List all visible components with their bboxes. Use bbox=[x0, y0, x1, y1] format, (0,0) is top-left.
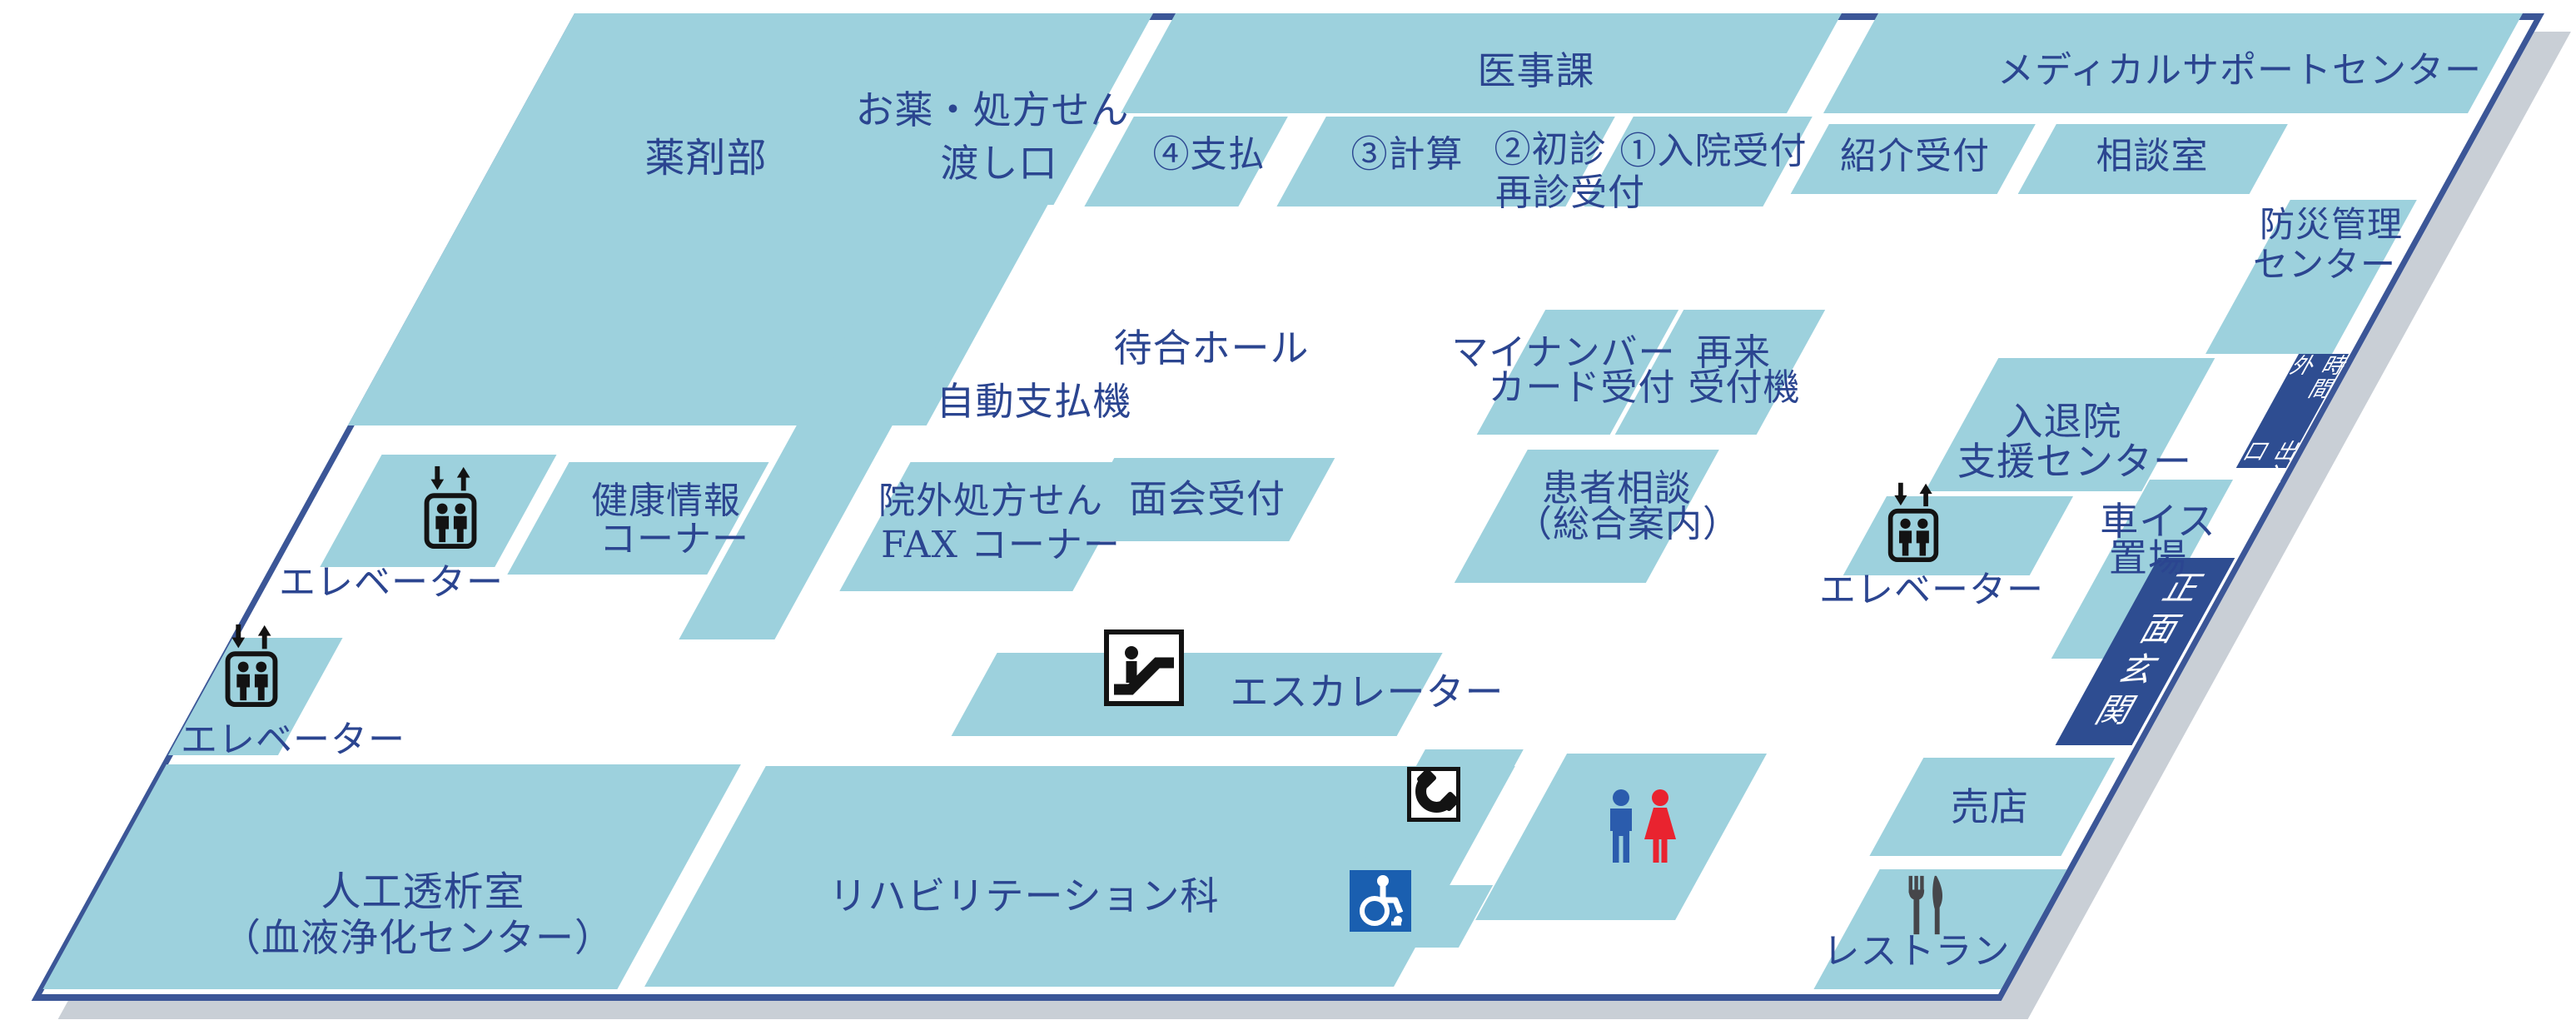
prescription-window-label-1: お薬・処方せん bbox=[855, 87, 1130, 132]
mynumber-label-2: カード受付 bbox=[1488, 366, 1676, 409]
admission-support-label-2: 支援センター bbox=[1957, 439, 2192, 484]
elevator-left1-label: エレベーター bbox=[279, 561, 504, 604]
payment-label: ④支払 bbox=[1152, 133, 1266, 176]
revisit-machine-label-2: 受付機 bbox=[1688, 366, 1801, 409]
medical-support-label: メディカルサポートセンター bbox=[1997, 49, 2482, 92]
elevator-left2-label: エレベーター bbox=[181, 719, 405, 761]
revisit-label: 再診受付 bbox=[1495, 172, 1645, 214]
woman-icon bbox=[1641, 789, 1679, 866]
prescription-window-label-2: 渡し口 bbox=[940, 141, 1058, 186]
fax-corner-label-2: FAX コーナー bbox=[881, 524, 1121, 566]
pharmacy-label: 薬剤部 bbox=[644, 135, 768, 182]
man-icon bbox=[1606, 789, 1636, 866]
consultation-room-label: 相談室 bbox=[2096, 135, 2209, 177]
elevator-icon bbox=[420, 463, 480, 550]
visit-reception-label: 面会受付 bbox=[1129, 476, 1286, 521]
fork-knife-icon bbox=[1902, 873, 1955, 938]
disaster-label-1: 防災管理 bbox=[2259, 204, 2404, 245]
admission-reception-label: ①入院受付 bbox=[1619, 130, 1808, 172]
escalator-label: エスカレーター bbox=[1230, 669, 1504, 714]
wheelchair-storage-label-2: 置場 bbox=[2109, 535, 2187, 580]
patient-consult-label-2: （総合案内） bbox=[1515, 503, 1740, 545]
first-visit-label: ②初診 bbox=[1494, 128, 1607, 171]
health-info-label-2: コーナー bbox=[599, 518, 749, 560]
medical-affairs-label: 医事課 bbox=[1477, 48, 1595, 93]
wheelchair-storage-label-1: 車イス bbox=[2100, 499, 2216, 544]
revisit-machine-label-1: 再来 bbox=[1696, 331, 1771, 374]
auto-payment-label: 自動支払機 bbox=[936, 379, 1132, 424]
escalator-icon bbox=[1104, 629, 1184, 706]
dialysis-label-1: 人工透析室 bbox=[321, 868, 525, 915]
phone-icon bbox=[1407, 767, 1460, 822]
dialysis-label-2: （血液浄化センター） bbox=[222, 915, 614, 960]
disaster-label-2: センター bbox=[2252, 244, 2397, 285]
wheelchair-icon bbox=[1350, 870, 1411, 932]
health-info-label-1: 健康情報 bbox=[591, 480, 741, 522]
elevator-icon bbox=[1885, 480, 1942, 563]
calculation-label: ③計算 bbox=[1350, 133, 1464, 176]
restaurant-label: レストラン bbox=[1823, 930, 2011, 973]
shop-label: 売店 bbox=[1951, 784, 2029, 829]
admission-support-label-1: 入退院 bbox=[2004, 399, 2122, 444]
rehabilitation-label: リハビリテーション科 bbox=[828, 873, 1220, 918]
mynumber-label-1: マイナンバー bbox=[1451, 331, 1676, 374]
fax-corner-label-1: 院外処方せん bbox=[878, 480, 1103, 522]
patient-consult-label-1: 患者相談 bbox=[1542, 467, 1692, 510]
waiting-hall-label: 待合ホール bbox=[1113, 326, 1310, 371]
referral-label: 紹介受付 bbox=[1840, 135, 1990, 177]
elevator-right-label: エレベーター bbox=[1819, 569, 2044, 611]
elevator-icon bbox=[221, 621, 281, 708]
